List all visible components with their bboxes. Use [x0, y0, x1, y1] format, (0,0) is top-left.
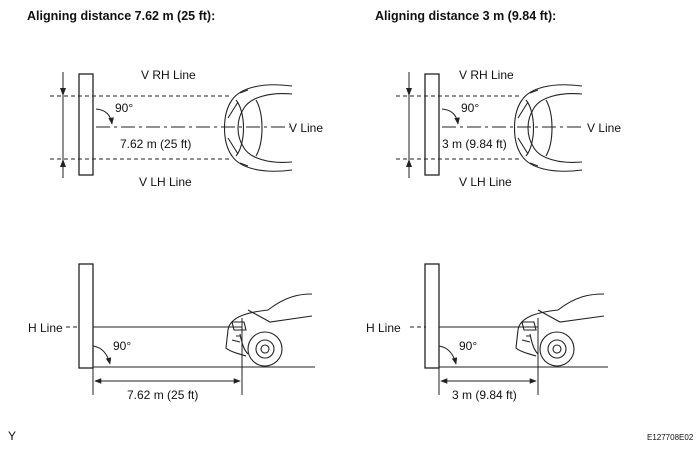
left-h-line-label: H Line	[28, 321, 63, 335]
left-bottom-angle-arc	[92, 345, 112, 365]
left-car-side-view	[225, 293, 313, 367]
left-panel: Aligning distance 7.62 m (25 ft): 90° V …	[27, 9, 323, 402]
right-top-arrow-down	[406, 88, 412, 96]
right-bottom-angle-label: 90°	[459, 339, 477, 353]
right-bottom-distance-label: 3 m (9.84 ft)	[452, 388, 517, 402]
left-side-screen-wall	[78, 263, 94, 369]
right-bottom-angle-arc	[438, 345, 458, 365]
left-top-screen-wall	[78, 73, 94, 176]
left-top-arrow-down	[60, 88, 66, 96]
left-bottom-angle-label: 90°	[113, 339, 131, 353]
right-heading: Aligning distance 3 m (9.84 ft):	[375, 9, 556, 23]
left-heading: Aligning distance 7.62 m (25 ft):	[27, 9, 215, 23]
right-car-top-view	[513, 84, 583, 172]
left-v-line-label: V Line	[289, 121, 323, 135]
footer-code: Y	[8, 429, 16, 443]
left-v-lh-line-label: V LH Line	[139, 175, 192, 189]
right-v-rh-line-label: V RH Line	[459, 68, 514, 82]
right-side-screen-wall	[424, 263, 440, 369]
left-top-angle-label: 90°	[115, 101, 133, 115]
right-top-distance-label: 3 m (9.84 ft)	[442, 137, 507, 151]
right-car-side-view	[515, 293, 605, 367]
right-h-line-label: H Line	[366, 321, 401, 335]
right-v-line-label: V Line	[587, 121, 621, 135]
right-top-angle-arc	[441, 108, 460, 125]
left-bottom-distance-label: 7.62 m (25 ft)	[127, 388, 198, 402]
left-car-top-view	[223, 84, 293, 172]
left-v-rh-line-label: V RH Line	[141, 68, 196, 82]
figure-id: E127708E02	[647, 433, 694, 442]
left-top-distance-label: 7.62 m (25 ft)	[120, 137, 191, 151]
right-panel: Aligning distance 3 m (9.84 ft): 90° V R…	[366, 9, 621, 402]
left-top-angle-arc	[95, 108, 114, 125]
right-v-lh-line-label: V LH Line	[459, 175, 512, 189]
right-top-angle-label: 90°	[461, 101, 479, 115]
right-top-arrow-up	[406, 159, 412, 167]
right-top-screen-wall	[424, 73, 440, 176]
left-top-arrow-up	[60, 159, 66, 167]
